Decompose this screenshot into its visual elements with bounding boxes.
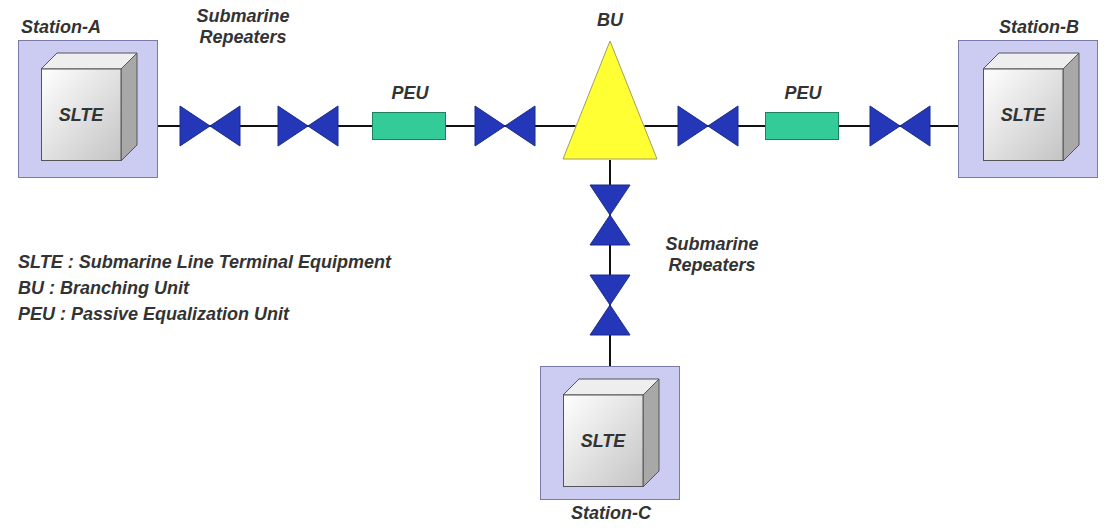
repeater-label: Submarine Repeaters (652, 234, 772, 276)
equipment-label: SLTE (41, 69, 121, 161)
legend-note: BU : Branching Unit (18, 278, 189, 299)
cube-side (121, 53, 137, 161)
repeater-symbol (180, 106, 240, 146)
repeater-symbol (590, 185, 630, 245)
peu-box: PEU (765, 112, 839, 140)
cube-top (563, 379, 659, 395)
repeater-half (590, 215, 630, 245)
legend-note: PEU : Passive Equalization Unit (18, 304, 289, 325)
cube-top (41, 53, 137, 69)
station-name: Station-C (541, 503, 681, 524)
repeater-half (870, 106, 900, 146)
unit-label: BU (542, 10, 678, 31)
repeater-half (708, 106, 738, 146)
unit-label: PEU (353, 83, 467, 104)
legend-note: SLTE : Submarine Line Terminal Equipment (18, 252, 391, 273)
station-name: Station-B (999, 17, 1079, 38)
repeater-half (900, 106, 930, 146)
triangle-outline (562, 40, 658, 160)
branching-unit: BU (562, 40, 658, 160)
station-box: Station-BSLTE (958, 40, 1098, 178)
station-box: Station-ASLTE (18, 40, 158, 178)
cube-top (983, 53, 1079, 69)
equipment-label: SLTE (983, 69, 1063, 161)
peu-box: PEU (372, 112, 446, 140)
cube-side (1063, 53, 1079, 161)
slte-cube: SLTE (41, 53, 137, 161)
repeater-symbol (475, 106, 535, 146)
repeater-symbol (278, 106, 338, 146)
slte-cube: SLTE (563, 379, 659, 487)
repeater-label: Submarine Repeaters (183, 6, 303, 48)
cube-front (984, 69, 1064, 161)
slte-cube: SLTE (983, 53, 1079, 161)
repeater-half (590, 275, 630, 305)
repeater-half (678, 106, 708, 146)
triangle-shape (563, 41, 657, 159)
repeater-symbol (590, 275, 630, 335)
repeater-half (475, 106, 505, 146)
repeater-half (210, 106, 240, 146)
cube-front (564, 395, 644, 487)
repeater-half (590, 305, 630, 335)
repeater-symbol (870, 106, 930, 146)
repeater-half (590, 185, 630, 215)
station-name: Station-A (21, 17, 101, 38)
repeater-half (308, 106, 338, 146)
repeater-half (278, 106, 308, 146)
equipment-label: SLTE (563, 395, 643, 487)
repeater-symbol (678, 106, 738, 146)
repeater-half (505, 106, 535, 146)
repeater-half (180, 106, 210, 146)
station-box: Station-CSLTE (540, 366, 680, 500)
cube-front (42, 69, 122, 161)
cube-side (643, 379, 659, 487)
unit-label: PEU (746, 83, 860, 104)
